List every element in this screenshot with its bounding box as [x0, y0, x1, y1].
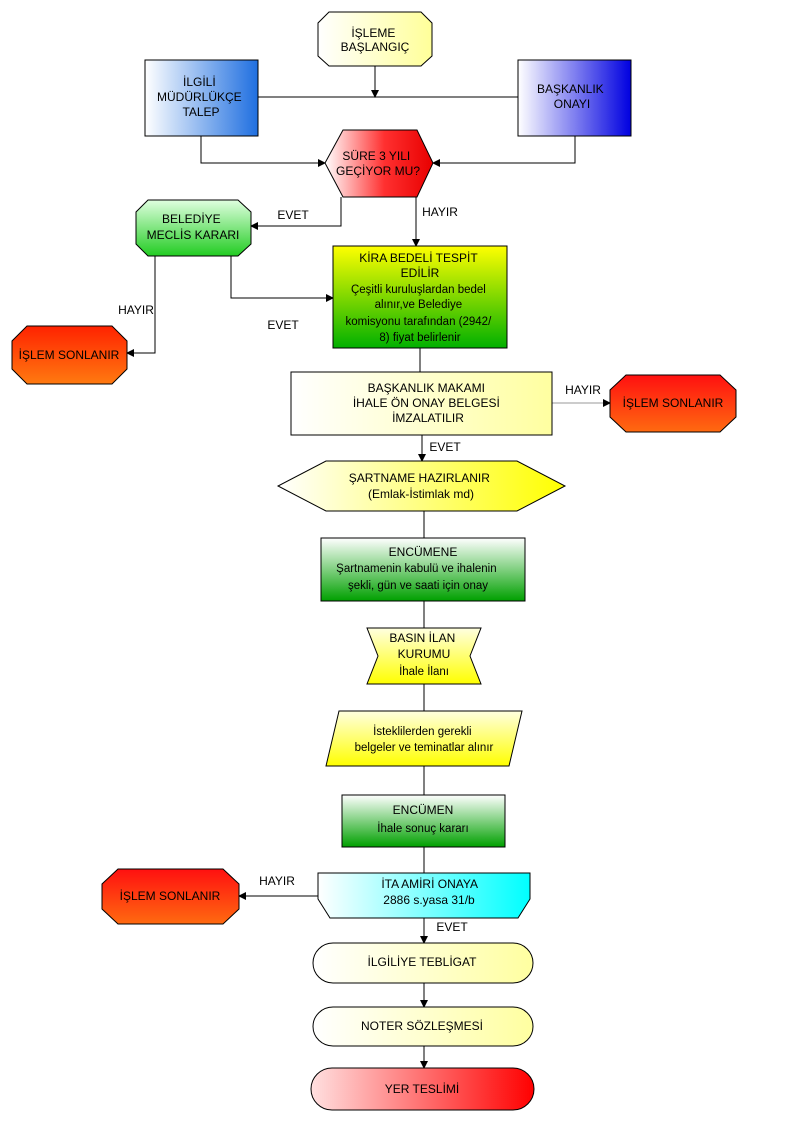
node-encumene-detail: Şartnamenin kabulü ve ihalenin şekli, gü…: [336, 563, 500, 592]
node-islem-sonlanir-2: İŞLEM SONLANIR: [609, 374, 737, 433]
node-islem-sonlanir-2-label: İŞLEM SONLANIR: [623, 396, 724, 410]
edge-decision-evet: [250, 197, 342, 230]
edge-label-hayir-meclis: HAYIR: [118, 303, 154, 317]
edge-meclis-hayir: [126, 256, 156, 357]
node-baskanlik-onayi-label: BAŞKANLIK ONAYI: [537, 82, 607, 111]
node-istekliler: İsteklilerden gerekli belgeler ve temina…: [325, 710, 523, 767]
node-encumene: ENCÜMENE Şartnamenin kabulü ve ihalenin …: [320, 537, 526, 602]
edge-mudurluk-to-decision: [200, 136, 326, 167]
node-sartname-label: ŞARTNAME HAZIRLANIR (Emlak-İstimlak md): [349, 471, 493, 501]
edge-label-hayir-ita: HAYIR: [259, 874, 295, 888]
node-sure-3-yil-decision: SÜRE 3 YILI GEÇİYOR MU?: [324, 129, 434, 198]
node-kira-bedeli-detail: Çeşitli kuruluşlardan bedel alınır,ve Be…: [346, 284, 495, 344]
edge-label-hayir-makam: HAYIR: [565, 383, 601, 397]
node-islem-sonlanir-3-label: İŞLEM SONLANIR: [120, 889, 221, 903]
node-kira-bedeli-label: KİRA BEDELİ TESPİT EDİLİR: [359, 251, 481, 280]
node-noter-sozlesmesi: NOTER SÖZLEŞMESİ: [312, 1006, 534, 1047]
node-baskanlik-makami-label: BAŞKANLIK MAKAMI İHALE ÖN ONAY BELGESİ İ…: [353, 381, 503, 425]
edge-meclis-evet: [230, 256, 334, 302]
node-encumene-label: ENCÜMENE: [389, 545, 458, 559]
node-islem-sonlanir-1: İŞLEM SONLANIR: [11, 325, 128, 385]
node-start-label: İŞLEME BAŞLANGIÇ: [341, 26, 410, 54]
node-ilgiliye-tebligat: İLGİLİYE TEBLİGAT: [312, 942, 534, 984]
node-baskanlik-makami: BAŞKANLIK MAKAMI İHALE ÖN ONAY BELGESİ İ…: [290, 371, 553, 436]
node-ilgili-mudurluk: İLGİLİ MÜDÜRLÜKÇE TALEP: [144, 59, 259, 137]
node-belediye-meclis-label: BELEDİYE MECLİS KARARI: [147, 212, 240, 242]
node-belediye-meclis: BELEDİYE MECLİS KARARI: [135, 199, 252, 257]
node-istekliler-label: İsteklilerden gerekli belgeler ve temina…: [355, 725, 494, 754]
edge-label-evet-meclis: EVET: [277, 208, 309, 222]
node-baskanlik-onayi: BAŞKANLIK ONAYI: [517, 59, 632, 137]
node-sure-3-yil-label: SÜRE 3 YILI GEÇİYOR MU?: [336, 149, 420, 178]
edge-labels: EVET HAYIR HAYIR EVET HAYIR EVET HAYIR E…: [118, 205, 601, 934]
node-yer-teslimi-label: YER TESLİMİ: [385, 1082, 459, 1096]
node-encumen-sonuc-detail: İhale sonuç kararı: [377, 822, 468, 835]
node-yer-teslimi: YER TESLİMİ: [310, 1067, 535, 1111]
edge-label-evet-meclis-kira: EVET: [267, 318, 299, 332]
node-kira-bedeli: KİRA BEDELİ TESPİT EDİLİR Çeşitli kurulu…: [332, 245, 508, 349]
node-islem-sonlanir-3: İŞLEM SONLANIR: [101, 868, 240, 925]
edge-label-hayir-kira: HAYIR: [422, 205, 458, 219]
node-basin-ilan: BASIN İLAN KURUMU İhale İlanı: [366, 627, 482, 685]
node-basin-ilan-label: BASIN İLAN KURUMU: [389, 631, 458, 661]
node-ilgili-mudurluk-label: İLGİLİ MÜDÜRLÜKÇE TALEP: [157, 75, 245, 119]
edge-label-evet-makam: EVET: [429, 440, 461, 454]
node-start: İŞLEME BAŞLANGIÇ: [317, 11, 433, 67]
edge-label-evet-ita: EVET: [436, 920, 468, 934]
node-basin-ilan-detail: İhale İlanı: [399, 665, 449, 678]
node-islem-sonlanir-1-label: İŞLEM SONLANIR: [19, 348, 120, 362]
node-noter-sozlesmesi-label: NOTER SÖZLEŞMESİ: [361, 1019, 483, 1033]
edge-onay-to-decision: [432, 136, 576, 167]
node-ilgiliye-tebligat-label: İLGİLİYE TEBLİGAT: [368, 955, 478, 969]
node-ita-amiri-label: İTA AMİRİ ONAYA 2886 s.yasa 31/b: [381, 877, 480, 907]
node-encumen-sonuc-label: ENCÜMEN: [393, 803, 454, 817]
node-sartname: ŞARTNAME HAZIRLANIR (Emlak-İstimlak md): [276, 460, 567, 512]
node-encumen-sonuc: ENCÜMEN İhale sonuç kararı: [341, 794, 506, 848]
edges: [126, 66, 611, 1069]
node-ita-amiri: İTA AMİRİ ONAYA 2886 s.yasa 31/b: [317, 872, 531, 919]
